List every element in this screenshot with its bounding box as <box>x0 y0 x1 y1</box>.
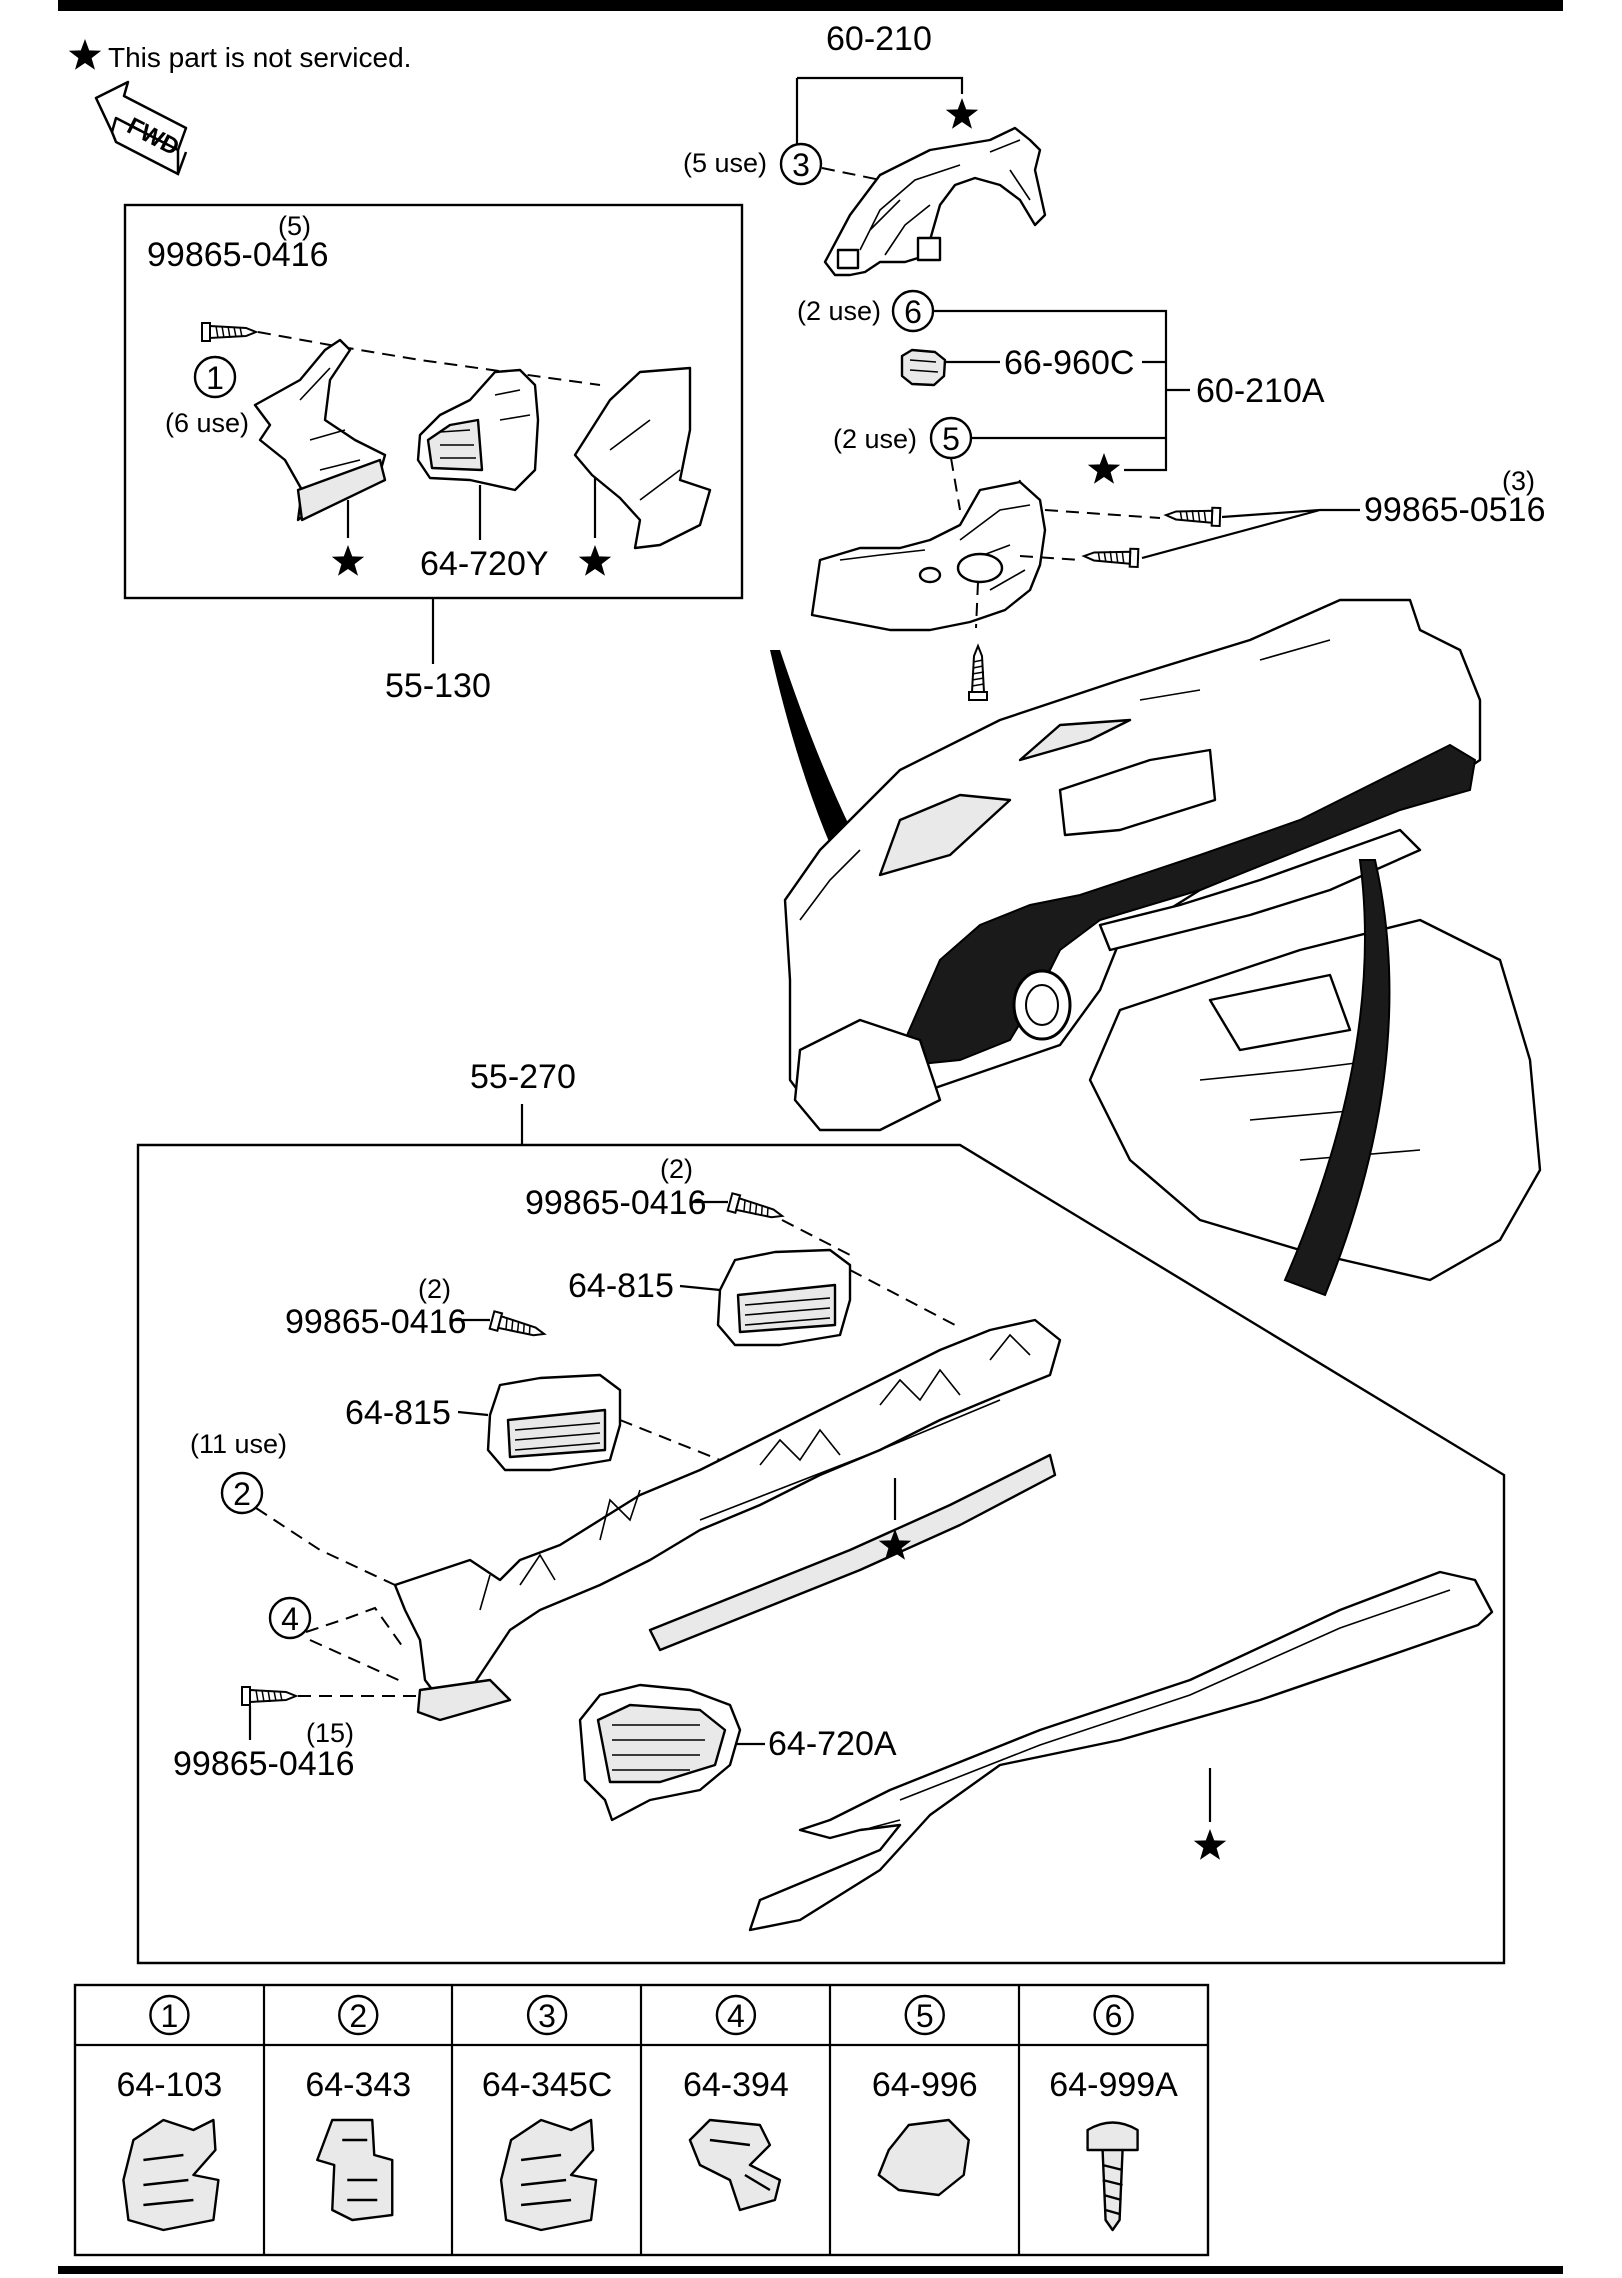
parts-table <box>73 1983 1210 2257</box>
part-label-64-720A: 64-720A <box>768 1725 897 1763</box>
table-part-icon <box>499 2118 598 2232</box>
star-icon <box>1193 1829 1227 1860</box>
table-part-icon <box>316 2118 394 2222</box>
table-callout-num: 5 <box>916 1998 934 2034</box>
qty-label-2a: (2) <box>660 1154 693 1184</box>
table-callout-num: 3 <box>538 1998 556 2034</box>
table-part-number: 64-999A <box>1049 2066 1178 2104</box>
callout-5-num: 5 <box>942 421 960 457</box>
group-label-60-210: 60-210 <box>826 20 932 58</box>
table-part-icon <box>122 2118 220 2232</box>
table-callout-icon <box>338 1994 379 2036</box>
parts-table-column: 5 64-996 <box>872 1994 978 2197</box>
group-label-60-210A: 60-210A <box>1196 372 1325 410</box>
callout-2-num: 2 <box>233 1476 251 1512</box>
table-part-icon <box>877 2118 970 2197</box>
bracket-60-210A <box>934 309 1190 472</box>
dash-trim-garnish-part <box>748 1570 1494 1932</box>
table-callout-icon <box>149 1994 190 2036</box>
callout-3-num: 3 <box>792 147 810 183</box>
table-callout-num: 2 <box>349 1998 367 2034</box>
dashboard-overview-illustration <box>770 598 1542 1297</box>
table-callout-icon <box>715 1994 757 2036</box>
parts-table-column: 6 64-999A <box>1049 1994 1178 2232</box>
table-part-number: 64-345C <box>482 2066 612 2104</box>
screw-icon <box>726 1192 786 1226</box>
use-label-2a: (2 use) <box>797 296 881 326</box>
table-part-number: 64-103 <box>116 2066 222 2104</box>
fwd-arrow-icon: FWD <box>94 80 188 176</box>
group-label-55-270: 55-270 <box>470 1058 576 1096</box>
table-part-number: 64-394 <box>683 2066 789 2104</box>
vent-64-720A-part <box>578 1683 742 1822</box>
parts-table-column: 1 64-103 <box>116 1994 222 2232</box>
callout-1-num: 1 <box>206 360 224 396</box>
parts-table-column: 2 64-343 <box>305 1994 411 2222</box>
duct-64-720Y-part <box>416 368 540 492</box>
screw-icon <box>1082 546 1140 568</box>
screw-label-e: 99865-0416 <box>173 1745 355 1783</box>
meter-bracket-part <box>810 480 1047 632</box>
part-label-64-815-left: 64-815 <box>345 1394 451 1432</box>
star-icon <box>1087 453 1121 484</box>
table-part-icon <box>1086 2121 1139 2232</box>
star-icon <box>331 545 365 576</box>
vent-64-815-right-part <box>716 1248 852 1347</box>
table-callout-num: 1 <box>161 1998 179 2034</box>
part-label-66-960C: 66-960C <box>1004 344 1134 382</box>
screw-label-a: 99865-0416 <box>147 236 329 274</box>
callout-4-icon <box>268 1596 312 1640</box>
callout-2-icon <box>220 1471 264 1515</box>
top-rule <box>58 0 1563 11</box>
table-part-icon <box>688 2118 782 2212</box>
dash-frame-part <box>393 1318 1062 1722</box>
table-callout-icon <box>1093 1994 1134 2036</box>
use-label-11: (11 use) <box>190 1429 287 1459</box>
callout-6-icon <box>891 289 935 333</box>
table-callout-icon <box>526 1994 568 2036</box>
screw-icon <box>201 322 257 342</box>
screw-label-c: 99865-0416 <box>525 1184 707 1222</box>
star-icon <box>68 39 102 70</box>
part-label-64-815-right: 64-815 <box>568 1267 674 1305</box>
group-label-55-130: 55-130 <box>385 667 491 705</box>
callout-1-icon <box>193 355 237 399</box>
bottom-rule <box>58 2266 1563 2274</box>
part-label-64-720Y: 64-720Y <box>420 545 549 583</box>
screw-icon <box>488 1310 548 1344</box>
vent-64-815-left-part <box>486 1373 622 1472</box>
bracket-left-part <box>253 338 387 522</box>
clip-66-960C-part <box>900 348 947 387</box>
qty-label-3: (3) <box>1502 466 1535 496</box>
screw-icon <box>241 1686 297 1706</box>
qty-label-15: (15) <box>306 1718 354 1748</box>
use-label-2b: (2 use) <box>833 424 917 454</box>
table-callout-num: 4 <box>727 1998 745 2034</box>
table-part-number: 64-343 <box>305 2066 411 2104</box>
group-box-55-270 <box>136 1143 1506 1965</box>
use-label-6: (6 use) <box>165 408 249 438</box>
qty-label-5: (5) <box>278 211 311 241</box>
screw-icon <box>1164 505 1222 527</box>
screw-label-d: 99865-0416 <box>285 1303 467 1341</box>
table-callout-num: 6 <box>1105 1998 1123 2034</box>
callout-3-icon <box>779 142 823 186</box>
table-part-number: 64-996 <box>872 2066 978 2104</box>
use-label-5: (5 use) <box>683 148 767 178</box>
star-icon <box>578 545 612 576</box>
screw-icon <box>968 645 988 701</box>
parts-table-column: 4 64-394 <box>683 1994 789 2212</box>
meter-hood-part <box>823 126 1047 277</box>
legend-note: This part is not serviced. <box>108 42 411 73</box>
screw-label-0516: 99865-0516 <box>1364 491 1546 529</box>
qty-label-2b: (2) <box>418 1274 451 1304</box>
star-icon <box>945 98 979 129</box>
table-callout-icon <box>904 1994 945 2036</box>
parts-table-column: 3 64-345C <box>482 1994 612 2232</box>
trim-panel-part <box>573 366 712 550</box>
callout-6-num: 6 <box>904 294 922 330</box>
callout-4-num: 4 <box>281 1601 299 1637</box>
